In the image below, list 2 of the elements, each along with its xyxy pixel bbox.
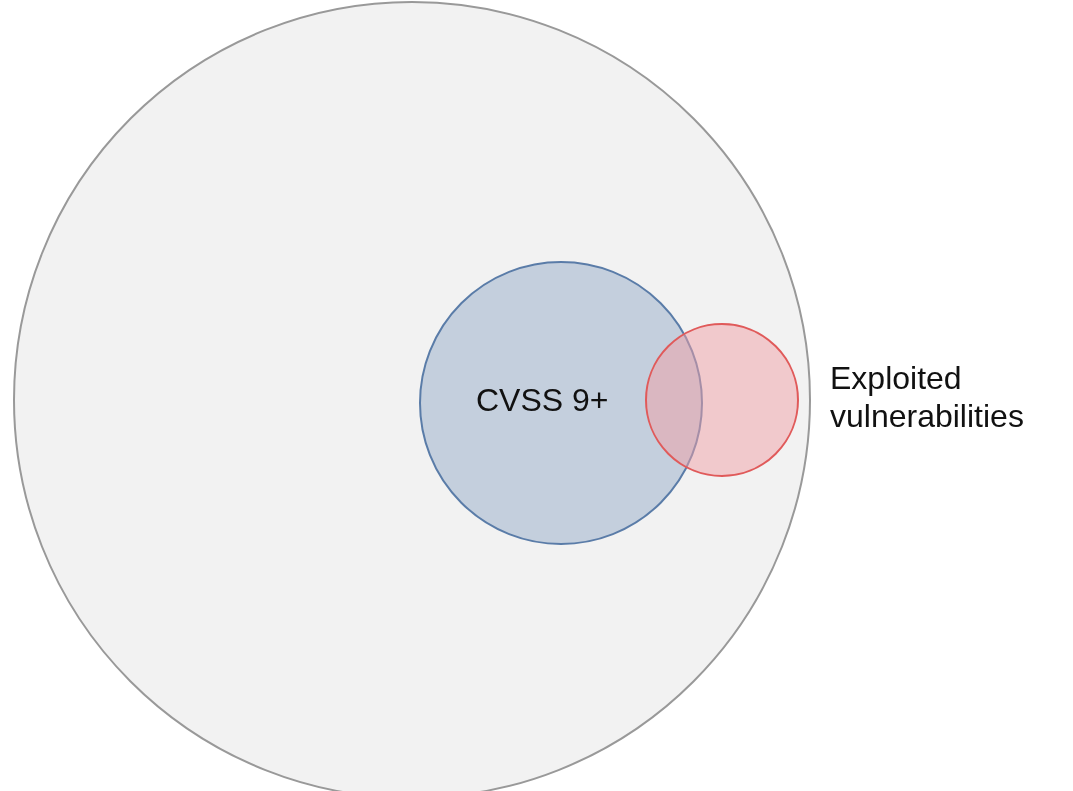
set-label: Exploited vulnerabilities <box>830 359 1025 435</box>
set-label: CVSS 9+ <box>476 381 609 419</box>
